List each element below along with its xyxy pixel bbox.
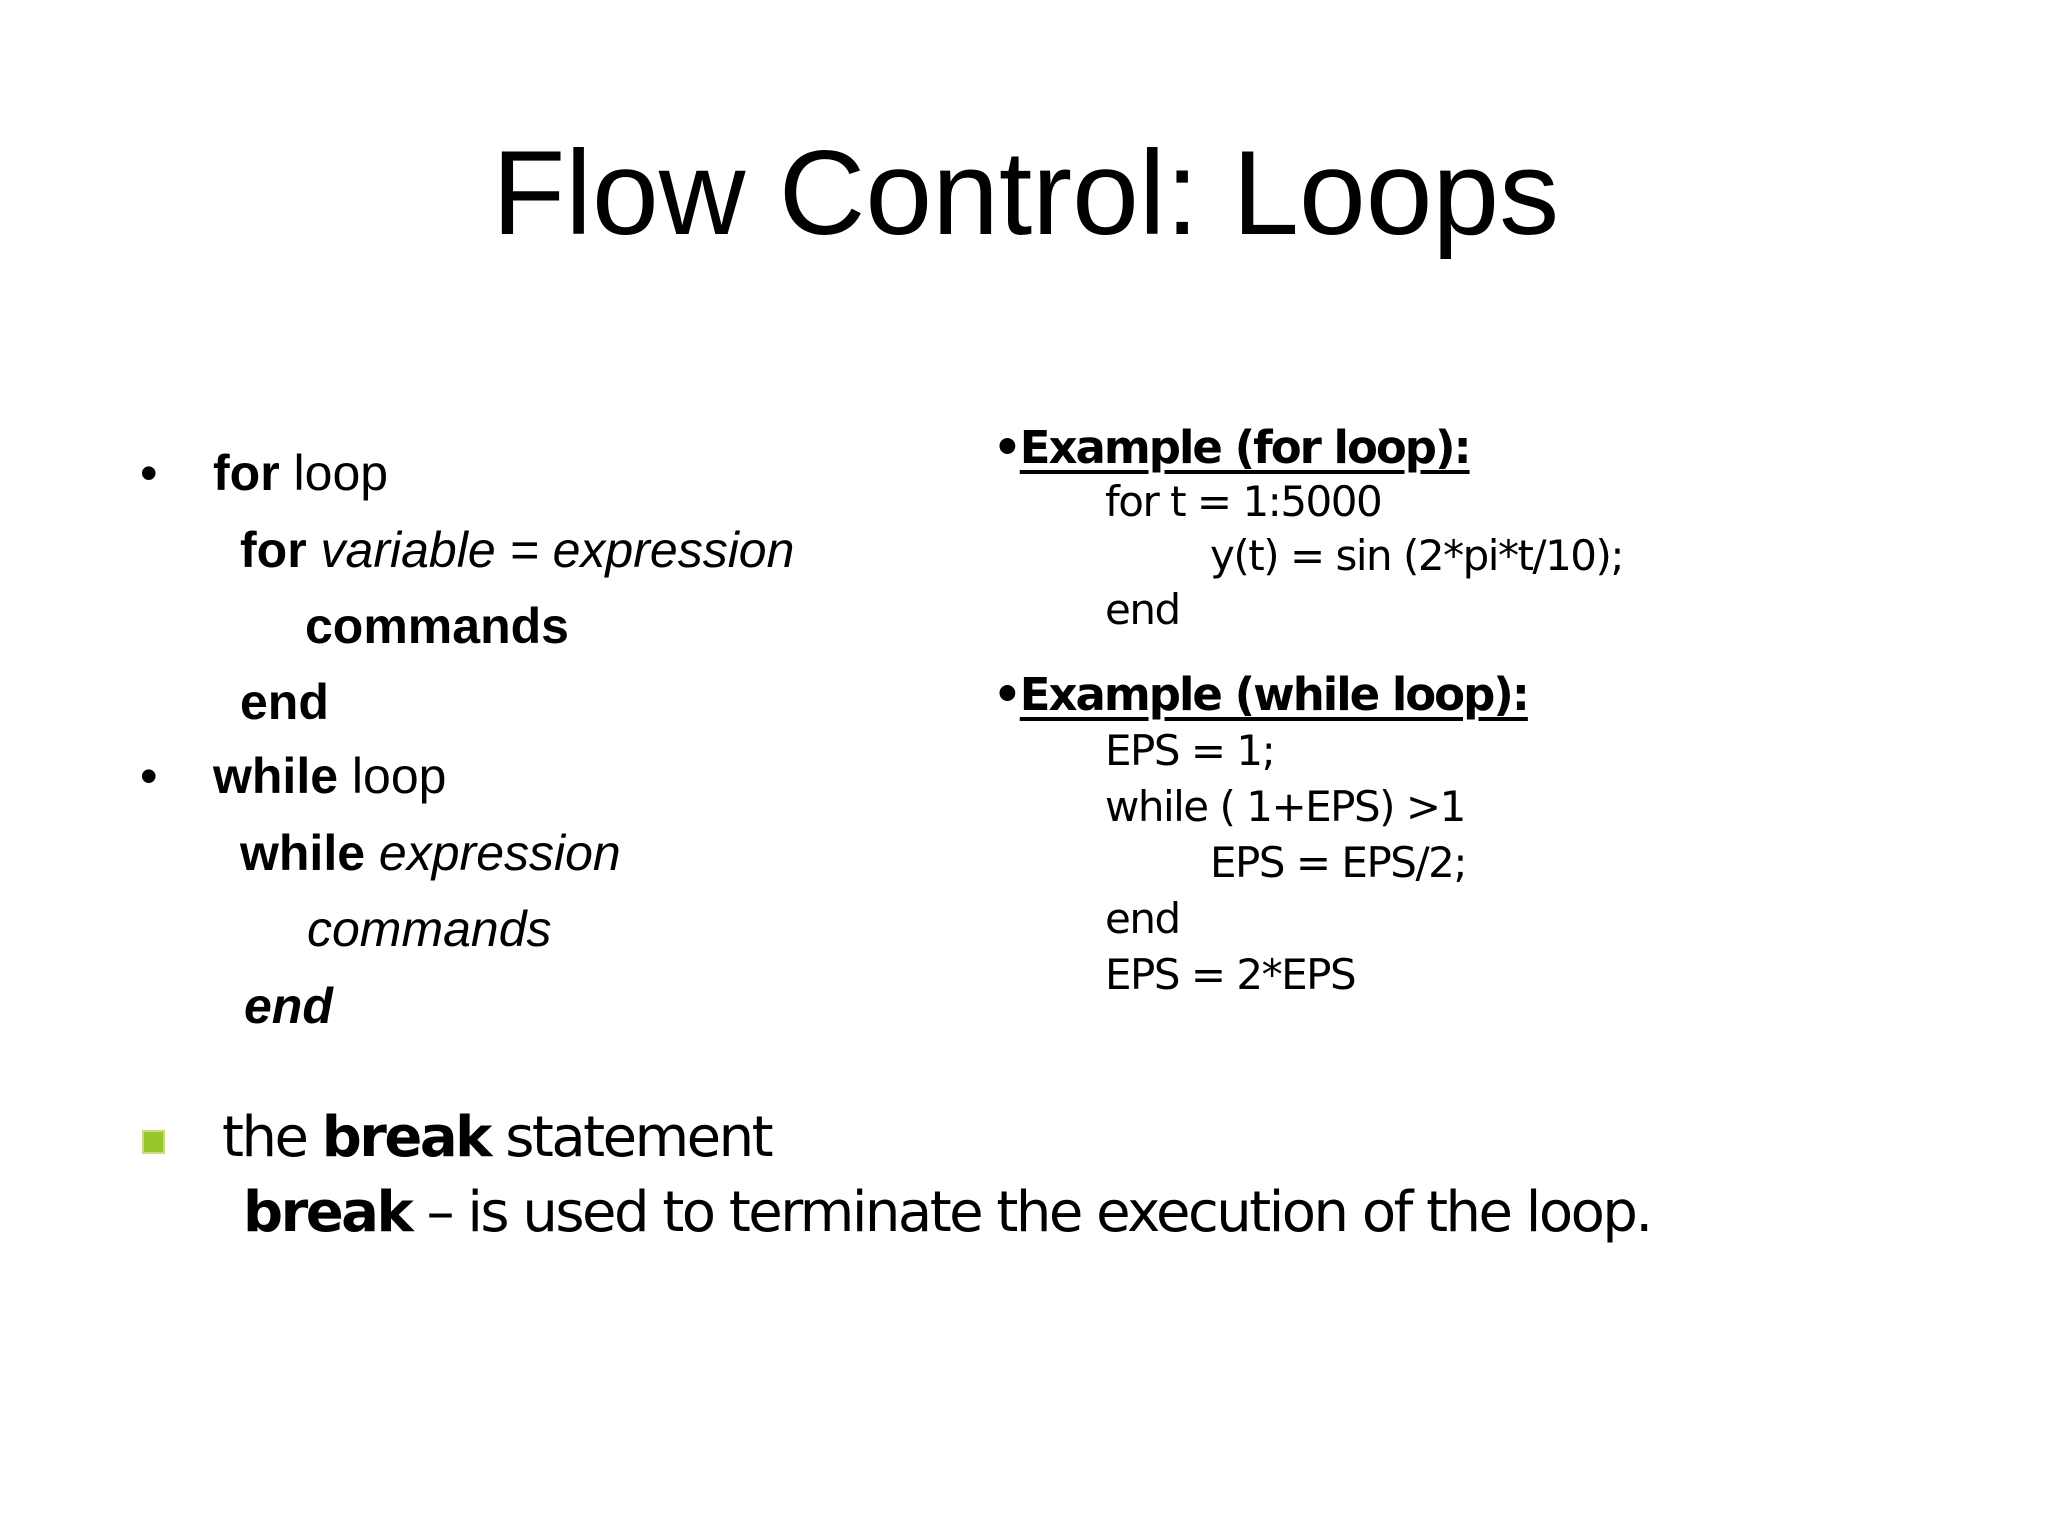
text-run: end bbox=[240, 674, 329, 730]
example-for-code-line: end bbox=[1105, 585, 1181, 634]
left-line-while-loop: while loop bbox=[213, 751, 446, 801]
example-while-code-line: EPS = 2*EPS bbox=[1105, 950, 1357, 999]
example-while-code-line: while ( 1+EPS) >1 bbox=[1105, 782, 1466, 831]
text-run: while bbox=[213, 748, 339, 804]
left-line-commands-bold: commands bbox=[305, 601, 569, 651]
bullet-dot: • bbox=[140, 748, 158, 804]
heading-text: Example (while loop): bbox=[1019, 668, 1530, 721]
bullet-dot: • bbox=[140, 445, 158, 501]
text-run: loop bbox=[279, 445, 389, 501]
left-line-for-syntax: for variable = expression bbox=[240, 525, 794, 575]
slide-title: Flow Control: Loops bbox=[492, 126, 1560, 260]
text-run: expression bbox=[365, 825, 621, 881]
example-for-code-line: y(t) = sin (2*pi*t/10); bbox=[1210, 531, 1625, 580]
break-description-line: break – is used to terminate the executi… bbox=[243, 1185, 1653, 1241]
left-line-for-loop: for loop bbox=[213, 448, 388, 498]
example-while-code-line: EPS = EPS/2; bbox=[1210, 838, 1467, 887]
left-line-end-bold: end bbox=[240, 677, 329, 727]
text-run: statement bbox=[489, 1105, 773, 1170]
text-run: break bbox=[243, 1180, 414, 1245]
example-while-heading: •Example (while loop): bbox=[993, 672, 1530, 717]
text-run: for bbox=[240, 522, 307, 578]
example-for-code-line: for t = 1:5000 bbox=[1105, 477, 1383, 526]
text-run: break bbox=[321, 1105, 493, 1170]
left-line-while-syntax: while expression bbox=[240, 828, 621, 878]
text-run: commands bbox=[307, 901, 552, 957]
left-line-end-bold-italic: end bbox=[244, 981, 333, 1031]
green-square-bullet bbox=[142, 1130, 165, 1154]
text-run: end bbox=[244, 978, 333, 1034]
heading-text: Example (for loop): bbox=[1019, 421, 1472, 474]
example-while-code-line: EPS = 1; bbox=[1105, 726, 1276, 775]
bullet-dot: • bbox=[993, 668, 1022, 721]
example-for-heading: •Example (for loop): bbox=[993, 425, 1472, 470]
text-run: the bbox=[222, 1105, 322, 1170]
bullet-dot: • bbox=[993, 421, 1022, 474]
text-run: variable = expression bbox=[306, 522, 795, 578]
text-run: for bbox=[213, 445, 280, 501]
left-line-commands-italic: commands bbox=[307, 904, 552, 954]
text-run: loop bbox=[338, 748, 447, 804]
break-statement-line: the break statement bbox=[222, 1110, 774, 1166]
text-run: commands bbox=[305, 598, 569, 654]
text-run: while bbox=[240, 825, 366, 881]
example-while-code-line: end bbox=[1105, 894, 1181, 943]
text-run: – is used to terminate the execution of … bbox=[411, 1180, 1654, 1245]
